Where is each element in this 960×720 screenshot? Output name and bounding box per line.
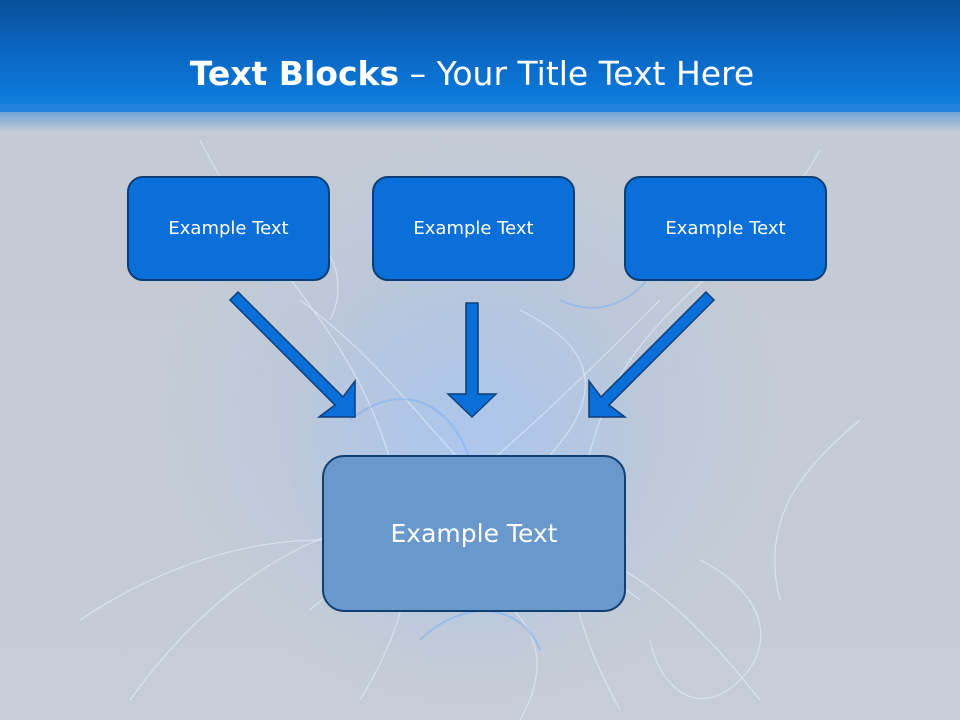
title-regular-part: Your Title Text Here [436,54,755,93]
result-text-block[interactable]: Example Text [322,455,626,612]
result-text-block-label: Example Text [390,519,558,548]
text-block-left[interactable]: Example Text [127,176,330,281]
text-block-center[interactable]: Example Text [372,176,575,281]
text-block-right-label: Example Text [665,218,786,239]
title-bar [0,0,960,112]
arrow-diagonal-right-icon [228,290,356,418]
slide-title: Text Blocks – Your Title Text Here [0,52,944,96]
title-bar-fade [0,104,960,132]
arrow-diagonal-left-icon [588,290,716,418]
title-separator: – [399,54,437,93]
arrow-down-icon [446,302,498,419]
text-block-right[interactable]: Example Text [624,176,827,281]
text-block-center-label: Example Text [413,218,534,239]
text-block-left-label: Example Text [168,218,289,239]
title-bold-part: Text Blocks [189,54,400,93]
